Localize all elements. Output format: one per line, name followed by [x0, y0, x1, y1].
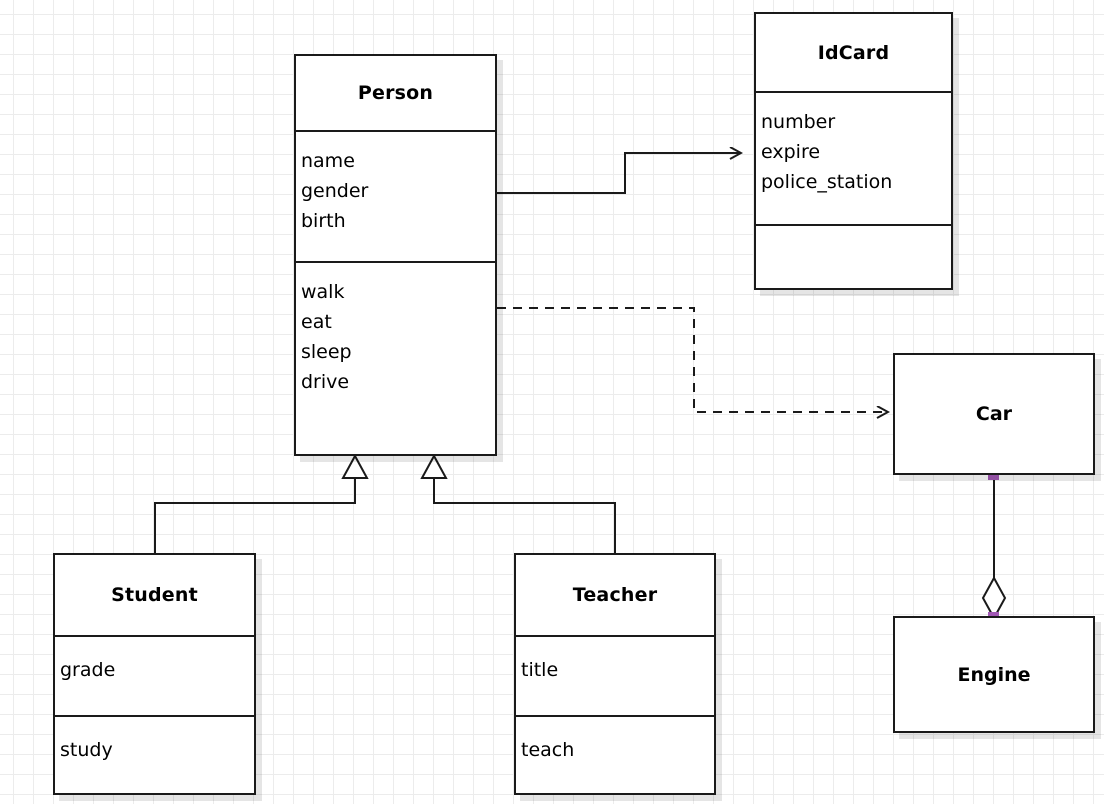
- methods-idcard-empty: [756, 224, 951, 288]
- attribute-item: grade: [60, 659, 116, 681]
- class-name-idcard: IdCard: [817, 41, 890, 64]
- method-item: walk: [301, 281, 345, 303]
- attributes-idcard: number expire police_station: [756, 91, 951, 224]
- attribute-item: number: [761, 111, 836, 133]
- attributes-student: grade: [55, 635, 254, 715]
- class-box-car[interactable]: Car: [893, 353, 1095, 475]
- methods-person: walk eat sleep drive: [296, 261, 495, 454]
- methods-teacher: teach: [516, 715, 714, 795]
- method-item: teach: [521, 739, 575, 761]
- attribute-item: gender: [301, 180, 369, 202]
- class-box-teacher[interactable]: Teacher title teach: [514, 553, 716, 795]
- class-name-person: Person: [357, 82, 434, 104]
- edge-person-idcard[interactable]: [497, 153, 741, 194]
- class-name-engine: Engine: [957, 663, 1031, 686]
- attribute-item: police_station: [761, 171, 893, 193]
- edge-car-engine[interactable]: [981, 475, 1007, 621]
- method-item: drive: [301, 371, 350, 393]
- methods-student: study: [55, 715, 254, 795]
- attribute-item: title: [521, 659, 559, 681]
- class-name-car: Car: [975, 403, 1013, 425]
- class-box-idcard[interactable]: IdCard number expire police_station: [754, 12, 953, 290]
- method-item: study: [60, 739, 113, 761]
- class-box-person[interactable]: Person name gender birth walk eat sleep …: [294, 54, 497, 456]
- attributes-teacher: title: [516, 635, 714, 715]
- attribute-item: birth: [301, 210, 346, 232]
- attribute-item: name: [301, 150, 355, 172]
- edge-teacher-person[interactable]: [420, 453, 616, 553]
- class-box-student[interactable]: Student grade study: [53, 553, 256, 795]
- method-item: sleep: [301, 341, 352, 363]
- method-item: eat: [301, 311, 332, 333]
- class-name-teacher: Teacher: [572, 584, 658, 606]
- attribute-item: expire: [761, 141, 821, 163]
- attributes-person: name gender birth: [296, 130, 495, 261]
- class-name-student: Student: [111, 584, 198, 606]
- edge-person-car[interactable]: [497, 307, 888, 412]
- class-box-engine[interactable]: Engine: [893, 616, 1095, 733]
- edge-student-person[interactable]: [154, 453, 369, 553]
